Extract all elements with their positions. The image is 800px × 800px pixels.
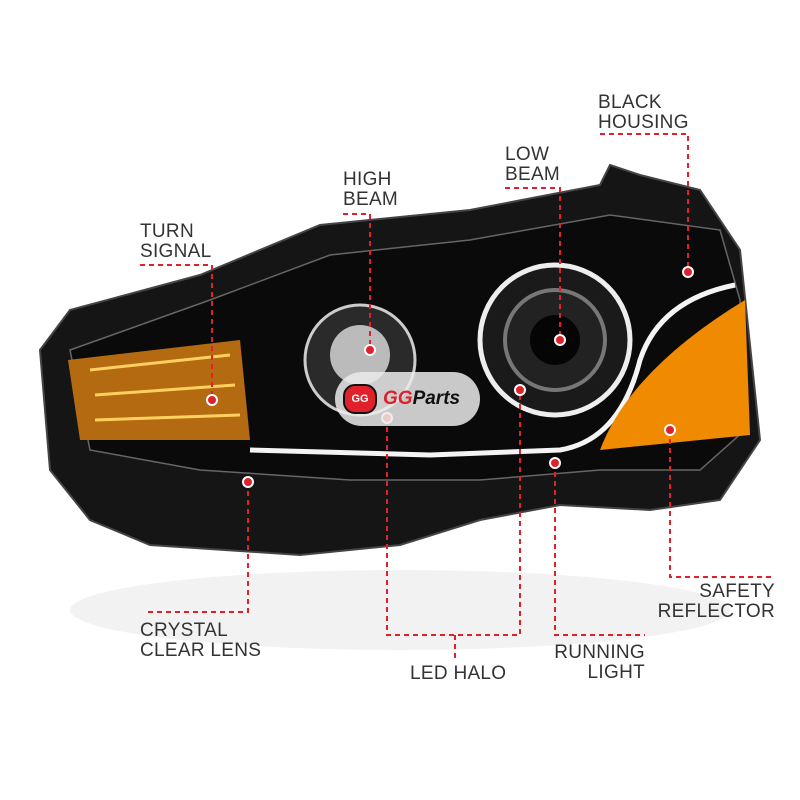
callout-lines (140, 133, 775, 660)
running-light-strip (249, 282, 736, 458)
logo-mascot-icon: GG (343, 384, 377, 414)
safety-reflector-lens (600, 300, 750, 450)
label-led-halo: LED HALO (410, 663, 507, 684)
ggparts-logo: GG GGParts (335, 372, 480, 426)
